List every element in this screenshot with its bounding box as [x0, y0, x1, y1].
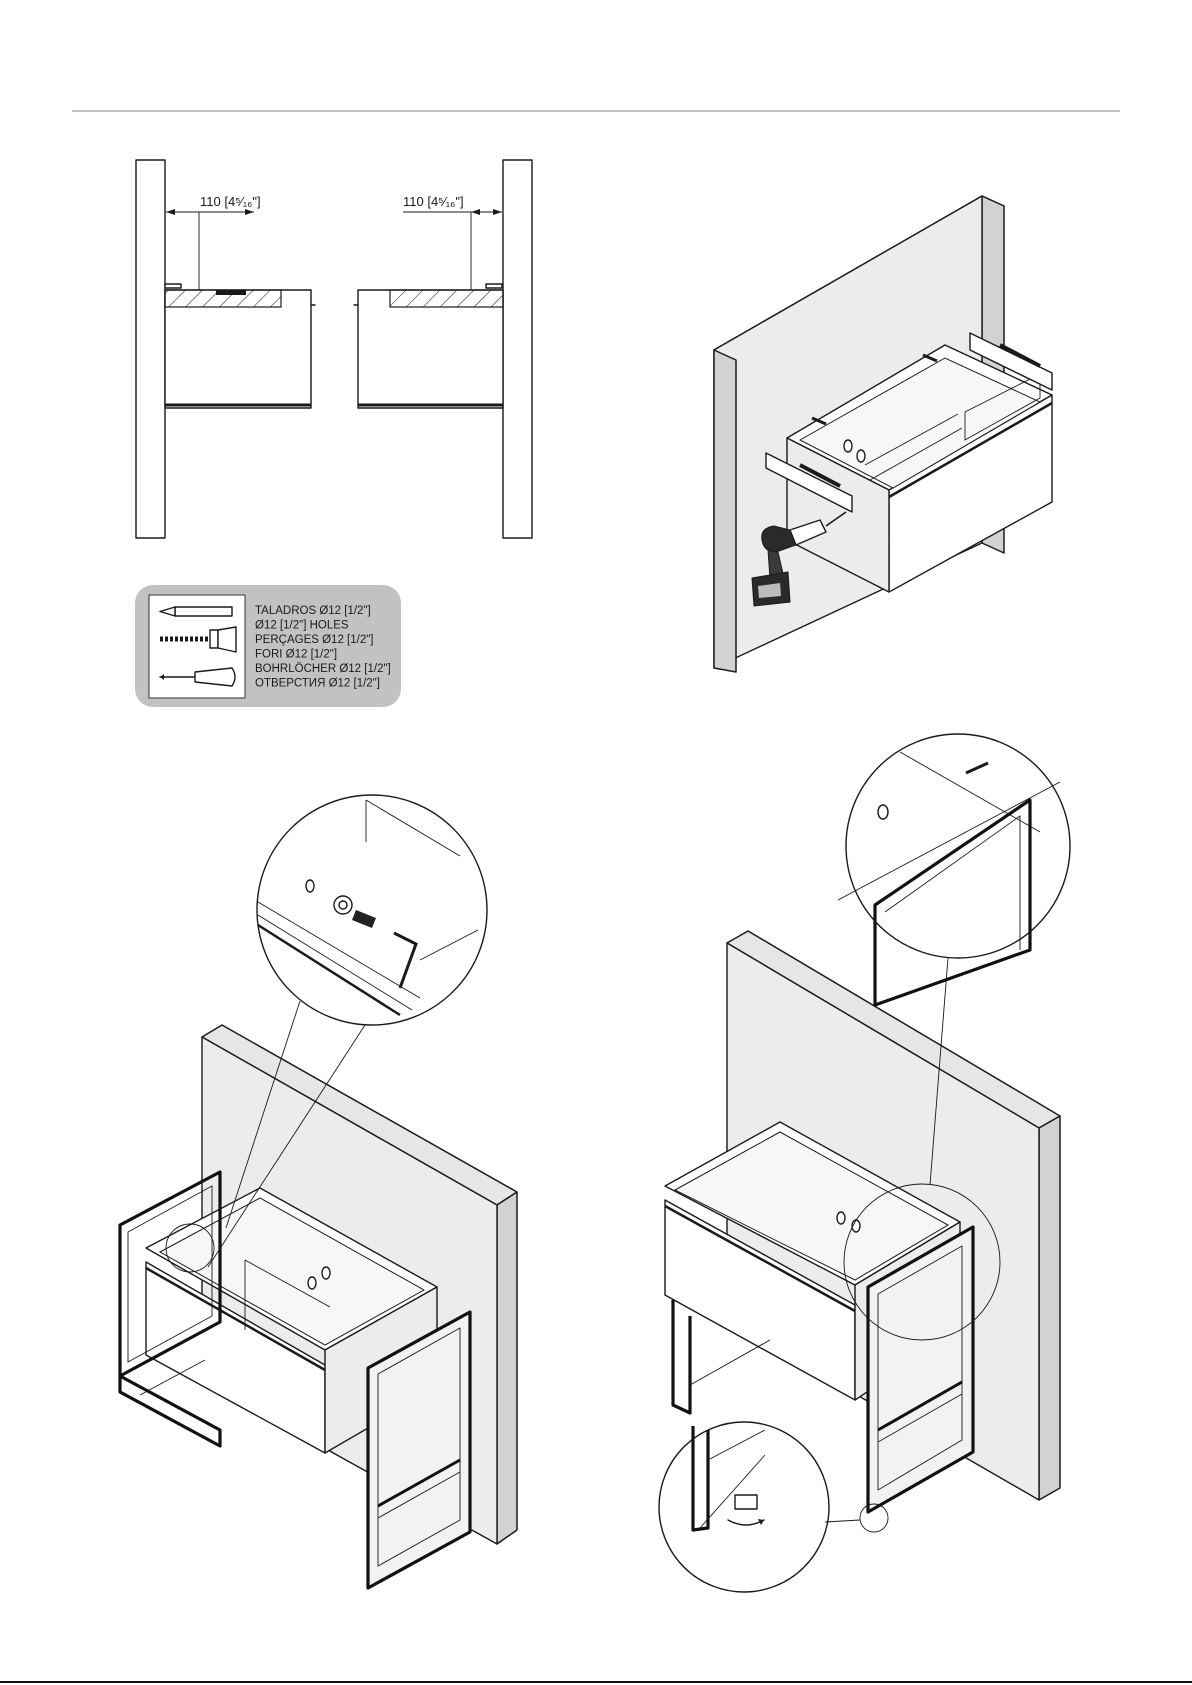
detail-magnifier-foot [659, 1422, 888, 1592]
right-dimension-label: 110 [4⁵⁄₁₆"] [403, 194, 464, 209]
right-dimension: 110 [4⁵⁄₁₆"] [403, 194, 502, 292]
step-3-frame-attachment [120, 795, 517, 1588]
legend-line-4: FORI Ø12 [1/2"] [255, 649, 337, 661]
left-cabinet-section [165, 284, 315, 408]
tools-legend: TALADROS Ø12 [1/2"] Ø12 [1/2"] HOLES PER… [135, 585, 401, 707]
right-wall [503, 160, 532, 538]
legend-line-5: BOHRLÖCHER Ø12 [1/2"] [255, 663, 391, 675]
leveling-foot-icon [735, 1495, 757, 1509]
legend-line-2: Ø12 [1/2"] HOLES [255, 620, 349, 632]
step-1-elevation: 110 [4⁵⁄₁₆"] 110 [4⁵⁄₁₆"] [136, 160, 532, 538]
legend-line-1: TALADROS Ø12 [1/2"] [255, 605, 371, 617]
left-dimension-label: 110 [4⁵⁄₁₆"] [200, 194, 261, 209]
left-wall [136, 160, 165, 538]
right-cabinet-section [354, 284, 503, 408]
left-dimension: 110 [4⁵⁄₁₆"] [166, 194, 261, 292]
step-2-wall-drilling [714, 196, 1052, 672]
pencil-icon [160, 607, 232, 616]
step-4-leveling [659, 734, 1070, 1592]
legend-line-3: PERÇAGES Ø12 [1/2"] [255, 634, 374, 646]
legend-line-6: ОТВЕРСТИЯ Ø12 [1/2"] [255, 678, 380, 690]
left-leg-frame [673, 1300, 690, 1413]
